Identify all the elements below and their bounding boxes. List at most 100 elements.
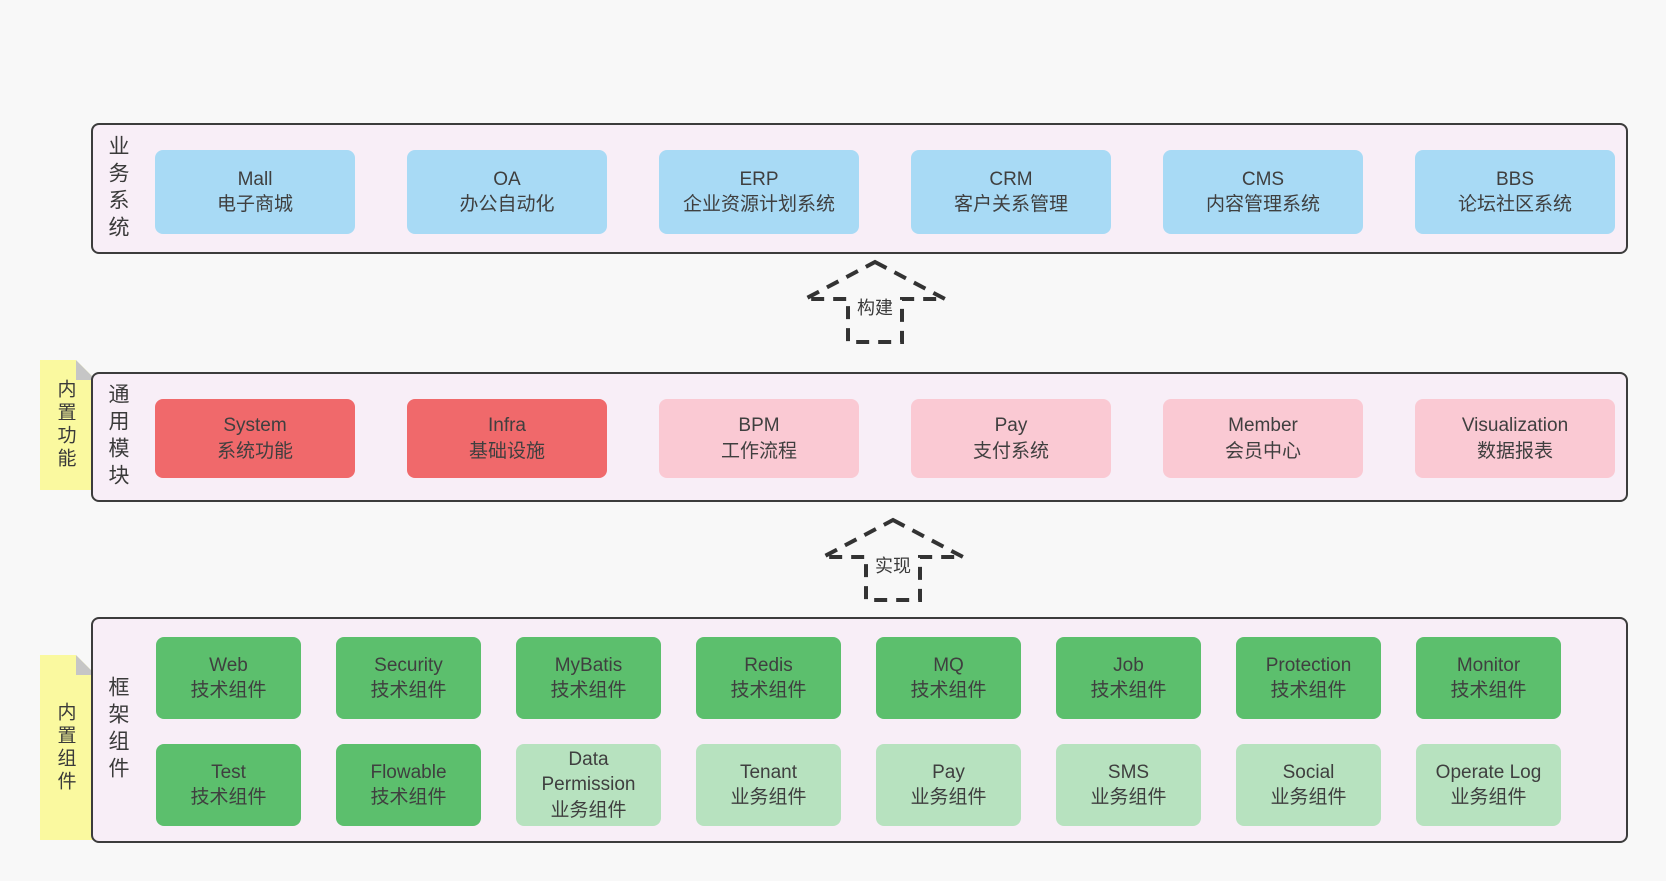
box-subtitle: 业务组件: [550, 799, 627, 821]
box-title: Mall: [237, 168, 273, 190]
box-title: MQ: [933, 654, 964, 676]
box-title: Flowable: [370, 761, 447, 783]
box-subtitle: 技术组件: [1270, 680, 1347, 701]
component-box: Social 业务组件: [1236, 744, 1381, 826]
component-box: Job 技术组件: [1056, 637, 1201, 719]
component-box: Tenant 业务组件: [696, 744, 841, 826]
box-subtitle: 基础设施: [468, 440, 545, 462]
sticky-tag-label: 内置组件: [54, 701, 76, 794]
box-title: SMS: [1107, 761, 1150, 783]
component-box: SMS 业务组件: [1056, 744, 1201, 826]
box-title: Data Permission: [541, 749, 636, 796]
box-subtitle: 系统功能: [216, 440, 293, 462]
dashed-up-arrow-icon: [804, 259, 946, 344]
box-title: BPM: [738, 415, 780, 437]
box-subtitle: 企业资源计划系统: [682, 194, 835, 215]
box-title: Security: [374, 654, 443, 676]
component-box: System 系统功能: [155, 399, 355, 478]
box-title: Visualization: [1461, 415, 1569, 437]
layer-label: 框架组件: [106, 676, 129, 784]
layer-business-systems: 业务系统 Mall 电子商城 OA 办公自动化 ERP 企业资源计划系统 CRM 客户关系管理…: [91, 123, 1628, 254]
component-box: Pay 支付系统: [911, 399, 1111, 478]
component-box: Security 技术组件: [336, 637, 481, 719]
component-box: Operate Log 业务组件: [1416, 744, 1561, 826]
box-subtitle: 会员中心: [1224, 440, 1301, 462]
box-subtitle: 技术组件: [1450, 680, 1527, 701]
box-title: Social: [1282, 761, 1335, 783]
box-row: System 系统功能 Infra 基础设施 BPM 工作流程 Pay 支付系统 Member 会…: [155, 399, 1615, 478]
box-title: CRM: [989, 168, 1033, 190]
dashed-up-arrow-icon: [822, 517, 964, 602]
box-subtitle: 技术组件: [550, 680, 627, 701]
component-box: Protection 技术组件: [1236, 637, 1381, 719]
component-box: Data Permission 业务组件: [516, 744, 661, 826]
box-title: Operate Log: [1435, 761, 1542, 783]
component-box: BPM 工作流程: [659, 399, 859, 478]
box-subtitle: 技术组件: [730, 680, 807, 701]
layer-common-modules: 通用模块 System 系统功能 Infra 基础设施 BPM 工作流程 Pay 支付系统 Me…: [91, 372, 1628, 502]
box-row: Mall 电子商城 OA 办公自动化 ERP 企业资源计划系统 CRM 客户关系管理 CMS 内容…: [155, 150, 1615, 234]
component-box: OA 办公自动化: [407, 150, 607, 234]
box-title: CMS: [1241, 168, 1285, 190]
component-box: Pay 业务组件: [876, 744, 1021, 826]
box-subtitle: 数据报表: [1476, 440, 1553, 462]
component-box: Mall 电子商城: [155, 150, 355, 234]
box-subtitle: 工作流程: [720, 440, 797, 462]
box-subtitle: 业务组件: [1090, 787, 1167, 808]
box-title: System: [223, 415, 287, 437]
box-title: Monitor: [1456, 654, 1521, 676]
component-box: Infra 基础设施: [407, 399, 607, 478]
box-subtitle: 技术组件: [190, 787, 267, 808]
box-title: ERP: [739, 168, 779, 190]
component-box: Test 技术组件: [156, 744, 301, 826]
box-title: Tenant: [739, 761, 798, 783]
box-subtitle: 技术组件: [370, 680, 447, 701]
box-subtitle: 业务组件: [730, 787, 807, 808]
layer-label: 通用模块: [106, 383, 129, 491]
box-title: MyBatis: [554, 654, 623, 676]
component-box: MQ 技术组件: [876, 637, 1021, 719]
box-subtitle: 电子商城: [216, 194, 293, 215]
box-title: Protection: [1265, 654, 1352, 676]
arrow-label: 实现: [872, 552, 914, 578]
component-box: Member 会员中心: [1163, 399, 1363, 478]
arrow-implement-up: 实现: [818, 516, 968, 604]
box-subtitle: 技术组件: [910, 680, 987, 701]
box-title: OA: [493, 168, 521, 190]
component-box: ERP 企业资源计划系统: [659, 150, 859, 234]
box-title: Pay: [932, 761, 965, 783]
box-subtitle: 业务组件: [910, 787, 987, 808]
box-subtitle: 业务组件: [1270, 787, 1347, 808]
sticky-tag-label: 内置功能: [54, 379, 76, 471]
box-subtitle: 内容管理系统: [1205, 194, 1320, 215]
box-title: Test: [211, 761, 246, 783]
box-title: Pay: [994, 415, 1028, 437]
component-box: Visualization 数据报表: [1415, 399, 1615, 478]
box-subtitle: 技术组件: [1090, 680, 1167, 701]
component-box: MyBatis 技术组件: [516, 637, 661, 719]
box-title: Job: [1113, 654, 1144, 676]
box-subtitle: 办公自动化: [459, 194, 555, 215]
box-subtitle: 论坛社区系统: [1457, 194, 1572, 215]
box-subtitle: 支付系统: [972, 440, 1049, 462]
component-box: CRM 客户关系管理: [911, 150, 1111, 234]
box-title: Member: [1228, 415, 1298, 437]
box-subtitle: 客户关系管理: [953, 194, 1068, 215]
sticky-tag-built-in-features: 内置功能: [40, 360, 96, 490]
box-title: Web: [209, 654, 248, 676]
box-title: Infra: [487, 415, 527, 437]
box-subtitle: 业务组件: [1450, 787, 1527, 808]
layer-label: 业务系统: [106, 134, 129, 243]
component-box: Monitor 技术组件: [1416, 637, 1561, 719]
arrow-label: 构建: [854, 294, 896, 320]
component-box: CMS 内容管理系统: [1163, 150, 1363, 234]
sticky-tag-built-in-components: 内置组件: [40, 655, 96, 840]
